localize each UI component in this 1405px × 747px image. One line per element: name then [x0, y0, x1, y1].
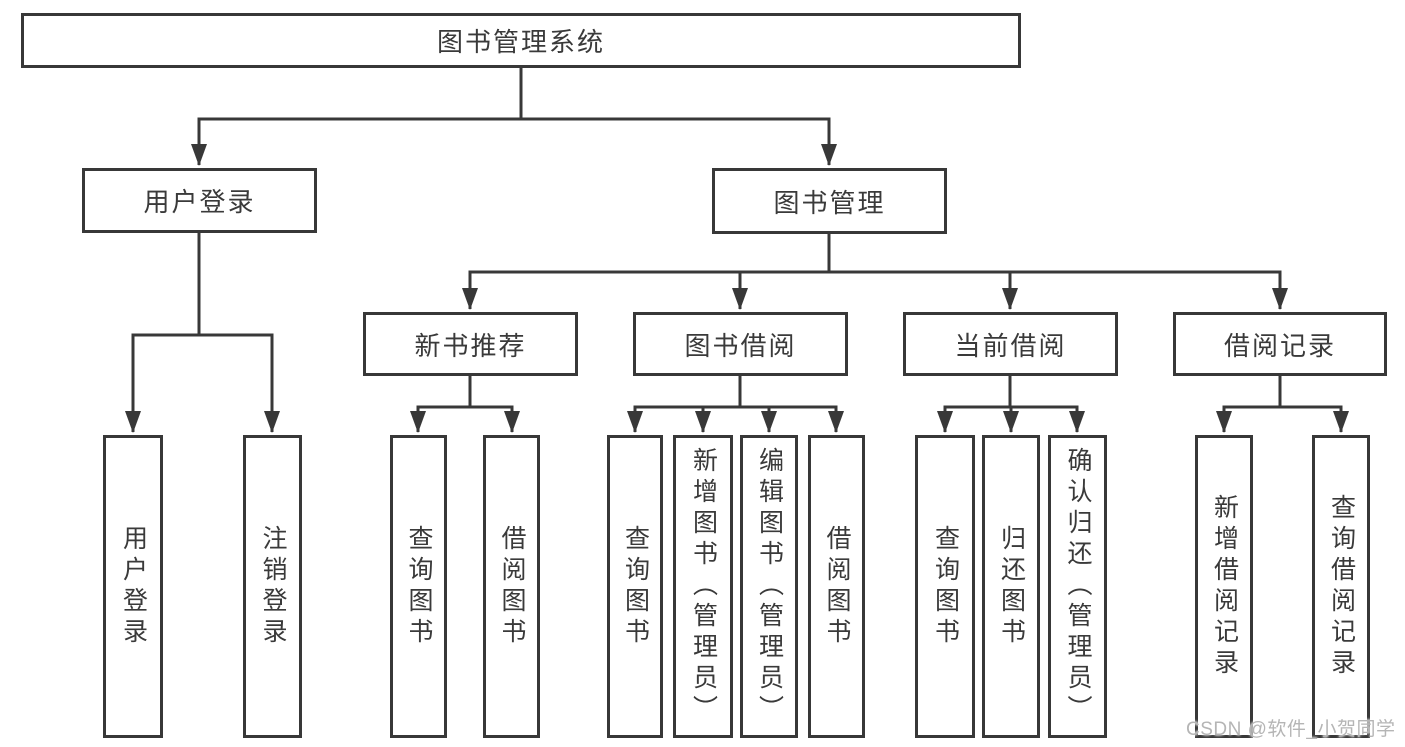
node-borrowing-records: 借阅记录: [1173, 312, 1387, 376]
node-new-book-recommendation: 新书推荐: [363, 312, 578, 376]
connector-book-mgmt-rail: [468, 232, 1282, 274]
leaf-search-books-recommend: 查询图书: [390, 435, 447, 738]
connector-new-book-rail: [416, 374, 514, 409]
node-label: 借阅记录: [1223, 330, 1336, 361]
leaf-label: 借阅图书: [498, 524, 526, 649]
connector-user-login-rail: [131, 231, 274, 337]
watermark: CSDN @软件_小贺同学: [1186, 719, 1396, 740]
connector-borrow-records-rail: [1222, 374, 1343, 409]
leaf-label: 借阅图书: [823, 524, 851, 649]
connector-root-rail: [197, 66, 831, 121]
leaf-label: 注销登录: [259, 524, 287, 649]
node-book-management: 图书管理: [712, 168, 947, 234]
node-label: 新书推荐: [414, 330, 527, 361]
connector-book-borrow-rail: [633, 374, 838, 409]
leaf-label: 查询借阅记录: [1327, 493, 1356, 680]
leaf-add-borrow-record: 新增借阅记录: [1195, 435, 1253, 738]
leaf-label: 新增图书（管理员）: [689, 447, 718, 726]
node-label: 图书管理: [773, 187, 886, 218]
leaf-label: 新增借阅记录: [1210, 493, 1239, 680]
leaf-return-books: 归还图书: [982, 435, 1040, 738]
leaf-label: 确认归还（管理员）: [1064, 447, 1092, 726]
node-label: 用户登录: [143, 187, 256, 217]
leaf-search-borrow-record: 查询借阅记录: [1312, 435, 1370, 738]
leaf-label: 归还图书: [997, 524, 1026, 649]
node-library-management-system: 图书管理系统: [21, 13, 1021, 68]
node-label: 图书借阅: [684, 330, 797, 361]
node-current-borrowing: 当前借阅: [903, 312, 1118, 376]
node-book-borrowing: 图书借阅: [633, 312, 848, 376]
node-user-login: 用户登录: [82, 168, 317, 233]
node-label: 图书管理系统: [436, 27, 605, 57]
leaf-edit-book-admin: 编辑图书（管理员）: [740, 435, 798, 738]
leaf-search-books-borrow: 查询图书: [607, 435, 663, 738]
leaf-logout: 注销登录: [243, 435, 302, 738]
leaf-label: 查询图书: [621, 524, 650, 649]
connector-current-borrow-rail: [943, 374, 1079, 409]
node-label: 当前借阅: [954, 330, 1067, 361]
leaf-user-login: 用户登录: [103, 435, 163, 738]
leaf-label: 查询图书: [931, 524, 960, 649]
leaf-label: 查询图书: [405, 524, 433, 649]
leaf-search-books-current: 查询图书: [915, 435, 975, 738]
leaf-add-book-admin: 新增图书（管理员）: [673, 435, 733, 738]
leaf-confirm-return-admin: 确认归还（管理员）: [1048, 435, 1107, 738]
leaf-borrow-books: 借阅图书: [808, 435, 865, 738]
leaf-label: 用户登录: [119, 524, 148, 649]
leaf-label: 编辑图书（管理员）: [755, 447, 784, 726]
leaf-borrow-books-recommend: 借阅图书: [483, 435, 540, 738]
